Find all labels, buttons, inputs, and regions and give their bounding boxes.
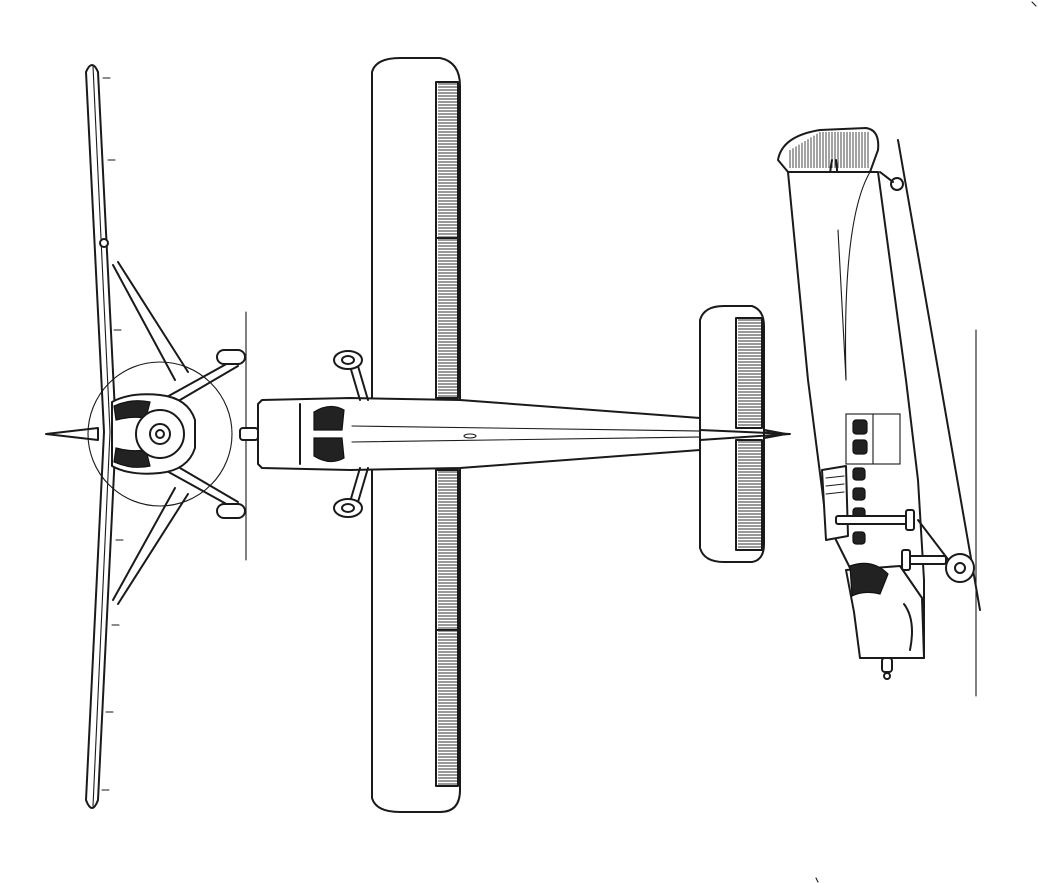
- side-view-cowl-vent: [849, 562, 889, 597]
- top-view-aileron-lower: [435, 629, 459, 787]
- side-view-fuselage-curve: [844, 171, 871, 381]
- side-view-wing-strut: [897, 139, 981, 611]
- side-view-fuselage-line: [837, 229, 847, 381]
- top-view-control-surface-hatching: [438, 83, 457, 785]
- front-view-propeller-disc: [87, 361, 233, 507]
- top-view-spinner: [239, 427, 259, 441]
- top-view-rudder-tip: [699, 429, 791, 441]
- side-view-step-lower: [901, 549, 947, 571]
- front-view-wing-struts: [112, 261, 189, 605]
- top-view-cowl-vent-upper: [313, 405, 345, 431]
- top-view-elevator-upper: [735, 317, 763, 429]
- side-view-rudder-hatching: [789, 132, 869, 168]
- top-view: [239, 57, 791, 813]
- side-view-step-upper: [835, 509, 915, 531]
- front-view-wing-spar-lower: [92, 431, 111, 807]
- top-view-elevator-hatching: [738, 319, 761, 548]
- sheet-corner-marks: [815, 1, 1037, 883]
- side-view-cowl-scoop: [903, 603, 913, 651]
- front-view-wing-light: [99, 238, 109, 248]
- front-view-spinner-hub: [155, 429, 165, 439]
- top-view-main-gear-upper: [333, 350, 369, 401]
- side-view-spinner-tip: [883, 672, 891, 680]
- side-view-main-wheel-hub: [954, 562, 966, 574]
- side-view-tail-wheel: [890, 177, 904, 191]
- side-view-spinner: [881, 657, 893, 673]
- front-view-tailplane: [45, 427, 99, 441]
- front-view-wheel-lower: [216, 503, 246, 519]
- top-view-cowl-vent-lower: [313, 437, 345, 463]
- front-view-landing-gear: [164, 361, 239, 507]
- front-view-wheel-upper: [216, 349, 246, 365]
- side-view-cabin-windows: [852, 419, 868, 545]
- front-view-wing-ticks: [101, 77, 124, 791]
- top-view-antenna: [463, 433, 477, 439]
- side-view-tail-wheel-strut: [879, 171, 894, 183]
- side-view-gear-leg: [917, 519, 951, 563]
- top-view-elevator-lower: [735, 439, 763, 551]
- side-view-exhaust-stripes: [825, 475, 845, 495]
- front-view-wing-spar: [92, 65, 111, 433]
- top-view-main-gear-lower: [333, 467, 369, 518]
- front-view: [45, 64, 247, 809]
- side-view: [777, 127, 981, 697]
